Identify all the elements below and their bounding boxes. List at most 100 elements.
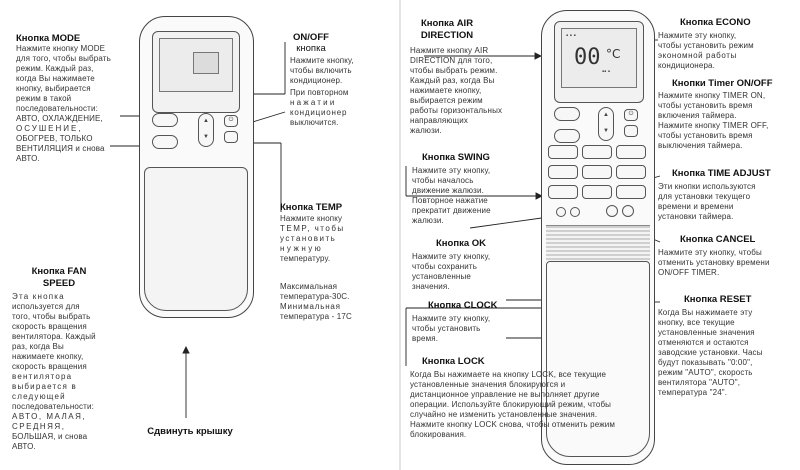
lcd-fan-indicators: ▪▪ ▪ [602,69,611,75]
fan-line: последовательности: [12,402,94,411]
time-adjust-line: установки таймера. [658,212,734,221]
mode-line: ОБОГРЕВ, ТОЛЬКО [16,134,93,143]
lock-line: дистанционное управление не выполняет др… [410,390,600,399]
fan-line: СРЕДНЯЯ, [12,422,66,431]
mode-button-open[interactable] [554,107,580,121]
timer-line: включения таймера. [658,111,737,120]
lcd-temperature-value: 00 [574,45,601,70]
cancel-line: ON/OFF TIMER. [658,268,720,277]
onoff-button-open[interactable]: ⏻ [624,109,638,121]
ok-button[interactable] [556,207,566,217]
cancel-button-row[interactable] [582,185,612,199]
swing-button[interactable] [548,165,578,179]
onoff-line: кондиционер. [290,76,343,85]
fan-line: АВТО. [12,442,36,451]
mode-line: режим. Каждый раз, [16,64,94,73]
air-direction-button[interactable] [548,145,578,159]
reset-title: Кнопка RESET [684,294,752,305]
remote-lcd-segment [193,52,219,74]
air-line: Нажмите кнопку AIR [410,46,489,55]
cancel-line: Нажмите эту кнопку, чтобы [658,248,762,257]
reset-button[interactable] [606,205,618,217]
lock-line: случайно не изменить установленные значе… [410,410,598,419]
fan-title-2: SPEED [42,278,76,289]
econo-line: кондиционера. [658,61,716,70]
fan-line: используется для [12,302,80,311]
onoff-button[interactable]: ⏻ [224,115,238,127]
temp-up-icon: ▲ [603,112,609,118]
time-adjust-button[interactable] [616,185,646,199]
timer-on-button[interactable] [616,145,646,159]
clock-line: Нажмите эту кнопку, [412,314,491,323]
timer-button[interactable] [582,165,612,179]
power-icon: ⏻ [628,111,634,117]
remote-lcd-open: ▪ ▪ ▪ 00 °C ▪▪ ▪ [561,28,637,88]
power-icon: ⏻ [228,117,234,123]
cancel-title: Кнопка CANCEL [680,234,756,245]
mode-button[interactable] [152,113,178,127]
lock-line: установленные значения блокируются и [410,380,566,389]
timer-line: чтобы установить время [658,131,753,140]
mode-line: ОСУШЕНИЕ, [16,124,83,133]
onoff-aux-button-open[interactable] [624,125,638,137]
reset-line: режим "AUTO", скорость [658,368,753,377]
lock-line: Нажмите кнопку LOCK снова, чтобы отменит… [410,420,615,429]
fan-speed-button-open[interactable] [554,129,580,143]
fan-line: нажимаете кнопку, [12,352,84,361]
econo-button[interactable] [582,145,612,159]
fan-line: вентилятора [12,372,73,381]
temp-line: нужную [280,244,324,253]
reset-line: будут показывать "0:00", [658,358,753,367]
temp-line: температура-30С. [280,292,350,301]
timer-line: чтобы установить время [658,101,753,110]
timer-line: выключения таймера. [658,141,743,150]
timer-line: Нажмите кнопку TIMER ON, [658,91,766,100]
air-line: выбирается режим [410,96,483,105]
ok-button-row[interactable] [548,185,578,199]
air-direction-title-2: DIRECTION [420,30,474,41]
onoff-aux-button[interactable] [224,131,238,143]
fan-line: БОЛЬШАЯ, и снова [12,432,88,441]
air-line: работы горизонтальных [410,106,503,115]
ok-title: Кнопка OK [436,238,487,249]
temp-line: установить [280,234,337,243]
temp-up-icon: ▲ [203,118,209,124]
timer-off-button[interactable] [616,165,646,179]
time-adjust-line: Эти кнопки используются [658,182,756,191]
fan-line: скорость вращения [12,362,87,371]
fan-speed-button[interactable] [152,135,178,149]
onoff-line: нажатии [290,98,337,107]
cancel-line: отменить установку времени [658,258,770,267]
clock-button[interactable] [570,207,580,217]
cancel-button[interactable] [622,205,634,217]
onoff-line: выключится. [290,118,339,127]
air-line: нажимаете кнопку, [410,86,482,95]
onoff-line: Нажмите кнопку, [290,56,354,65]
air-direction-title-1: Кнопка AIR [420,18,474,29]
temp-line: Нажмите кнопку [280,214,343,223]
remote-control-open: ▪ ▪ ▪ 00 °C ▪▪ ▪ ▲ ▼ ⏻ [541,10,655,465]
clock-line: время. [412,334,439,343]
air-line: жалюзи. [410,126,442,135]
temp-line: температуру. [280,254,331,263]
econo-title: Кнопка ECONO [680,17,751,28]
swing-line: движение жалюзи. [412,186,484,195]
temp-title: Кнопка TEMP [280,202,343,213]
mode-line: Нажмите кнопку MODE [16,44,106,53]
time-adjust-line: времени и времени [658,202,734,211]
swing-line: прекратит движение [412,206,491,215]
temp-rocker-button-open[interactable]: ▲ ▼ [598,107,614,141]
fan-line: Эта кнопка [12,292,65,301]
swing-line: жалюзи. [412,216,444,225]
swing-line: чтобы началось [412,176,474,185]
temp-line: Минимальная [280,302,341,311]
clock-title: Кнопка CLOCK [428,300,498,311]
remote-slide-cover[interactable] [144,167,248,311]
mode-line: кнопку, выбирается [16,84,91,93]
reset-line: вентилятора "AUTO", [658,378,741,387]
ok-line: Нажмите эту кнопку, [412,252,491,261]
onoff-title-1: ON/OFF [293,32,329,43]
onoff-line: При повторном [290,88,349,97]
temp-rocker-button[interactable]: ▲ ▼ [198,113,214,147]
lock-line: операции. Используйте блокирующий режим,… [410,400,612,409]
